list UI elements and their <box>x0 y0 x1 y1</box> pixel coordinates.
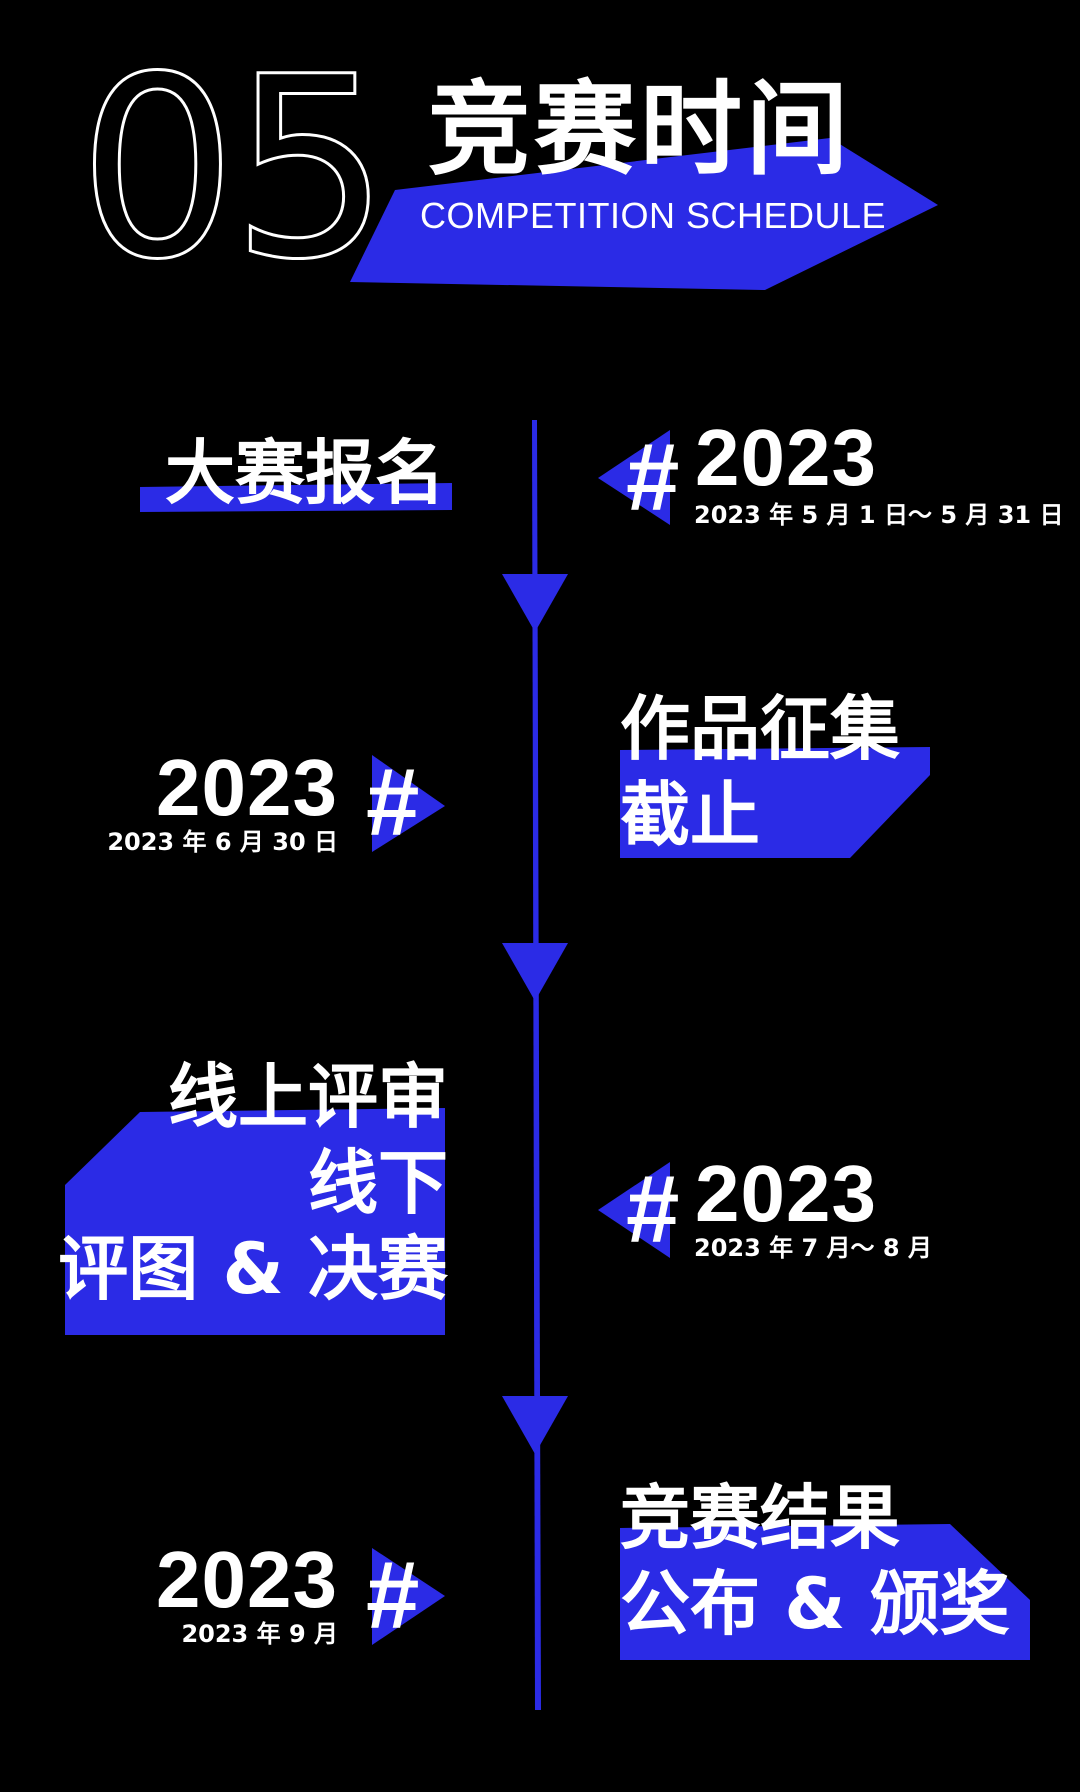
stage3-highlight <box>65 1108 445 1335</box>
stage1-highlight <box>140 483 452 512</box>
timeline-axis <box>532 420 541 1710</box>
stage2-highlight <box>620 747 930 858</box>
stage1-hash: # <box>626 424 680 531</box>
stage4-line2: 公布 & 颁奖 <box>620 1563 1010 1645</box>
page-subtitle: COMPETITION SCHEDULE <box>420 195 887 236</box>
axis-arrow-2 <box>502 943 568 1001</box>
stage4-year: 2023 <box>156 1535 338 1624</box>
pointer-3 <box>598 1162 670 1258</box>
stage3-year: 2023 <box>695 1149 877 1238</box>
stage4-date: 2023 年 9 月 <box>181 1620 338 1648</box>
stage3-line1: 线上评审 <box>168 1056 448 1138</box>
axis-arrow-3 <box>502 1396 568 1454</box>
pointer-2 <box>372 755 445 852</box>
stage1-label: 大赛报名 <box>165 430 445 516</box>
stage2-year: 2023 <box>156 743 338 832</box>
stage3-line2: 线下 <box>308 1142 448 1224</box>
axis-arrow-1 <box>502 574 568 632</box>
stage4-highlight <box>620 1524 1030 1660</box>
stage2-date: 2023 年 6 月 30 日 <box>107 828 338 856</box>
stage2-label: 作品征集 截止 <box>620 686 900 858</box>
stage1-line1: 大赛报名 <box>165 432 445 514</box>
stage2-line2: 截止 <box>620 774 760 856</box>
stage4-hash: # <box>366 1542 420 1649</box>
stage2-hash: # <box>366 749 420 856</box>
stage1-year: 2023 <box>695 413 877 502</box>
stage4-label: 竞赛结果 公布 & 颁奖 <box>620 1475 1010 1647</box>
stage4-line1: 竞赛结果 <box>620 1477 900 1559</box>
page-title: 竞赛时间 <box>428 71 852 190</box>
section-number: 05 <box>76 23 391 314</box>
pointer-4 <box>372 1548 445 1645</box>
stage3-label: 线上评审 线下 评图 & 决赛 <box>58 1054 448 1312</box>
header-banner <box>350 138 938 290</box>
pointer-1 <box>598 430 670 525</box>
stage3-hash: # <box>626 1156 680 1263</box>
stage1-date: 2023 年 5 月 1 日～ 5 月 31 日 <box>694 501 1064 529</box>
stage2-line1: 作品征集 <box>620 688 900 770</box>
stage3-line3: 评图 & 决赛 <box>58 1228 448 1310</box>
stage3-date: 2023 年 7 月～ 8 月 <box>694 1234 932 1262</box>
